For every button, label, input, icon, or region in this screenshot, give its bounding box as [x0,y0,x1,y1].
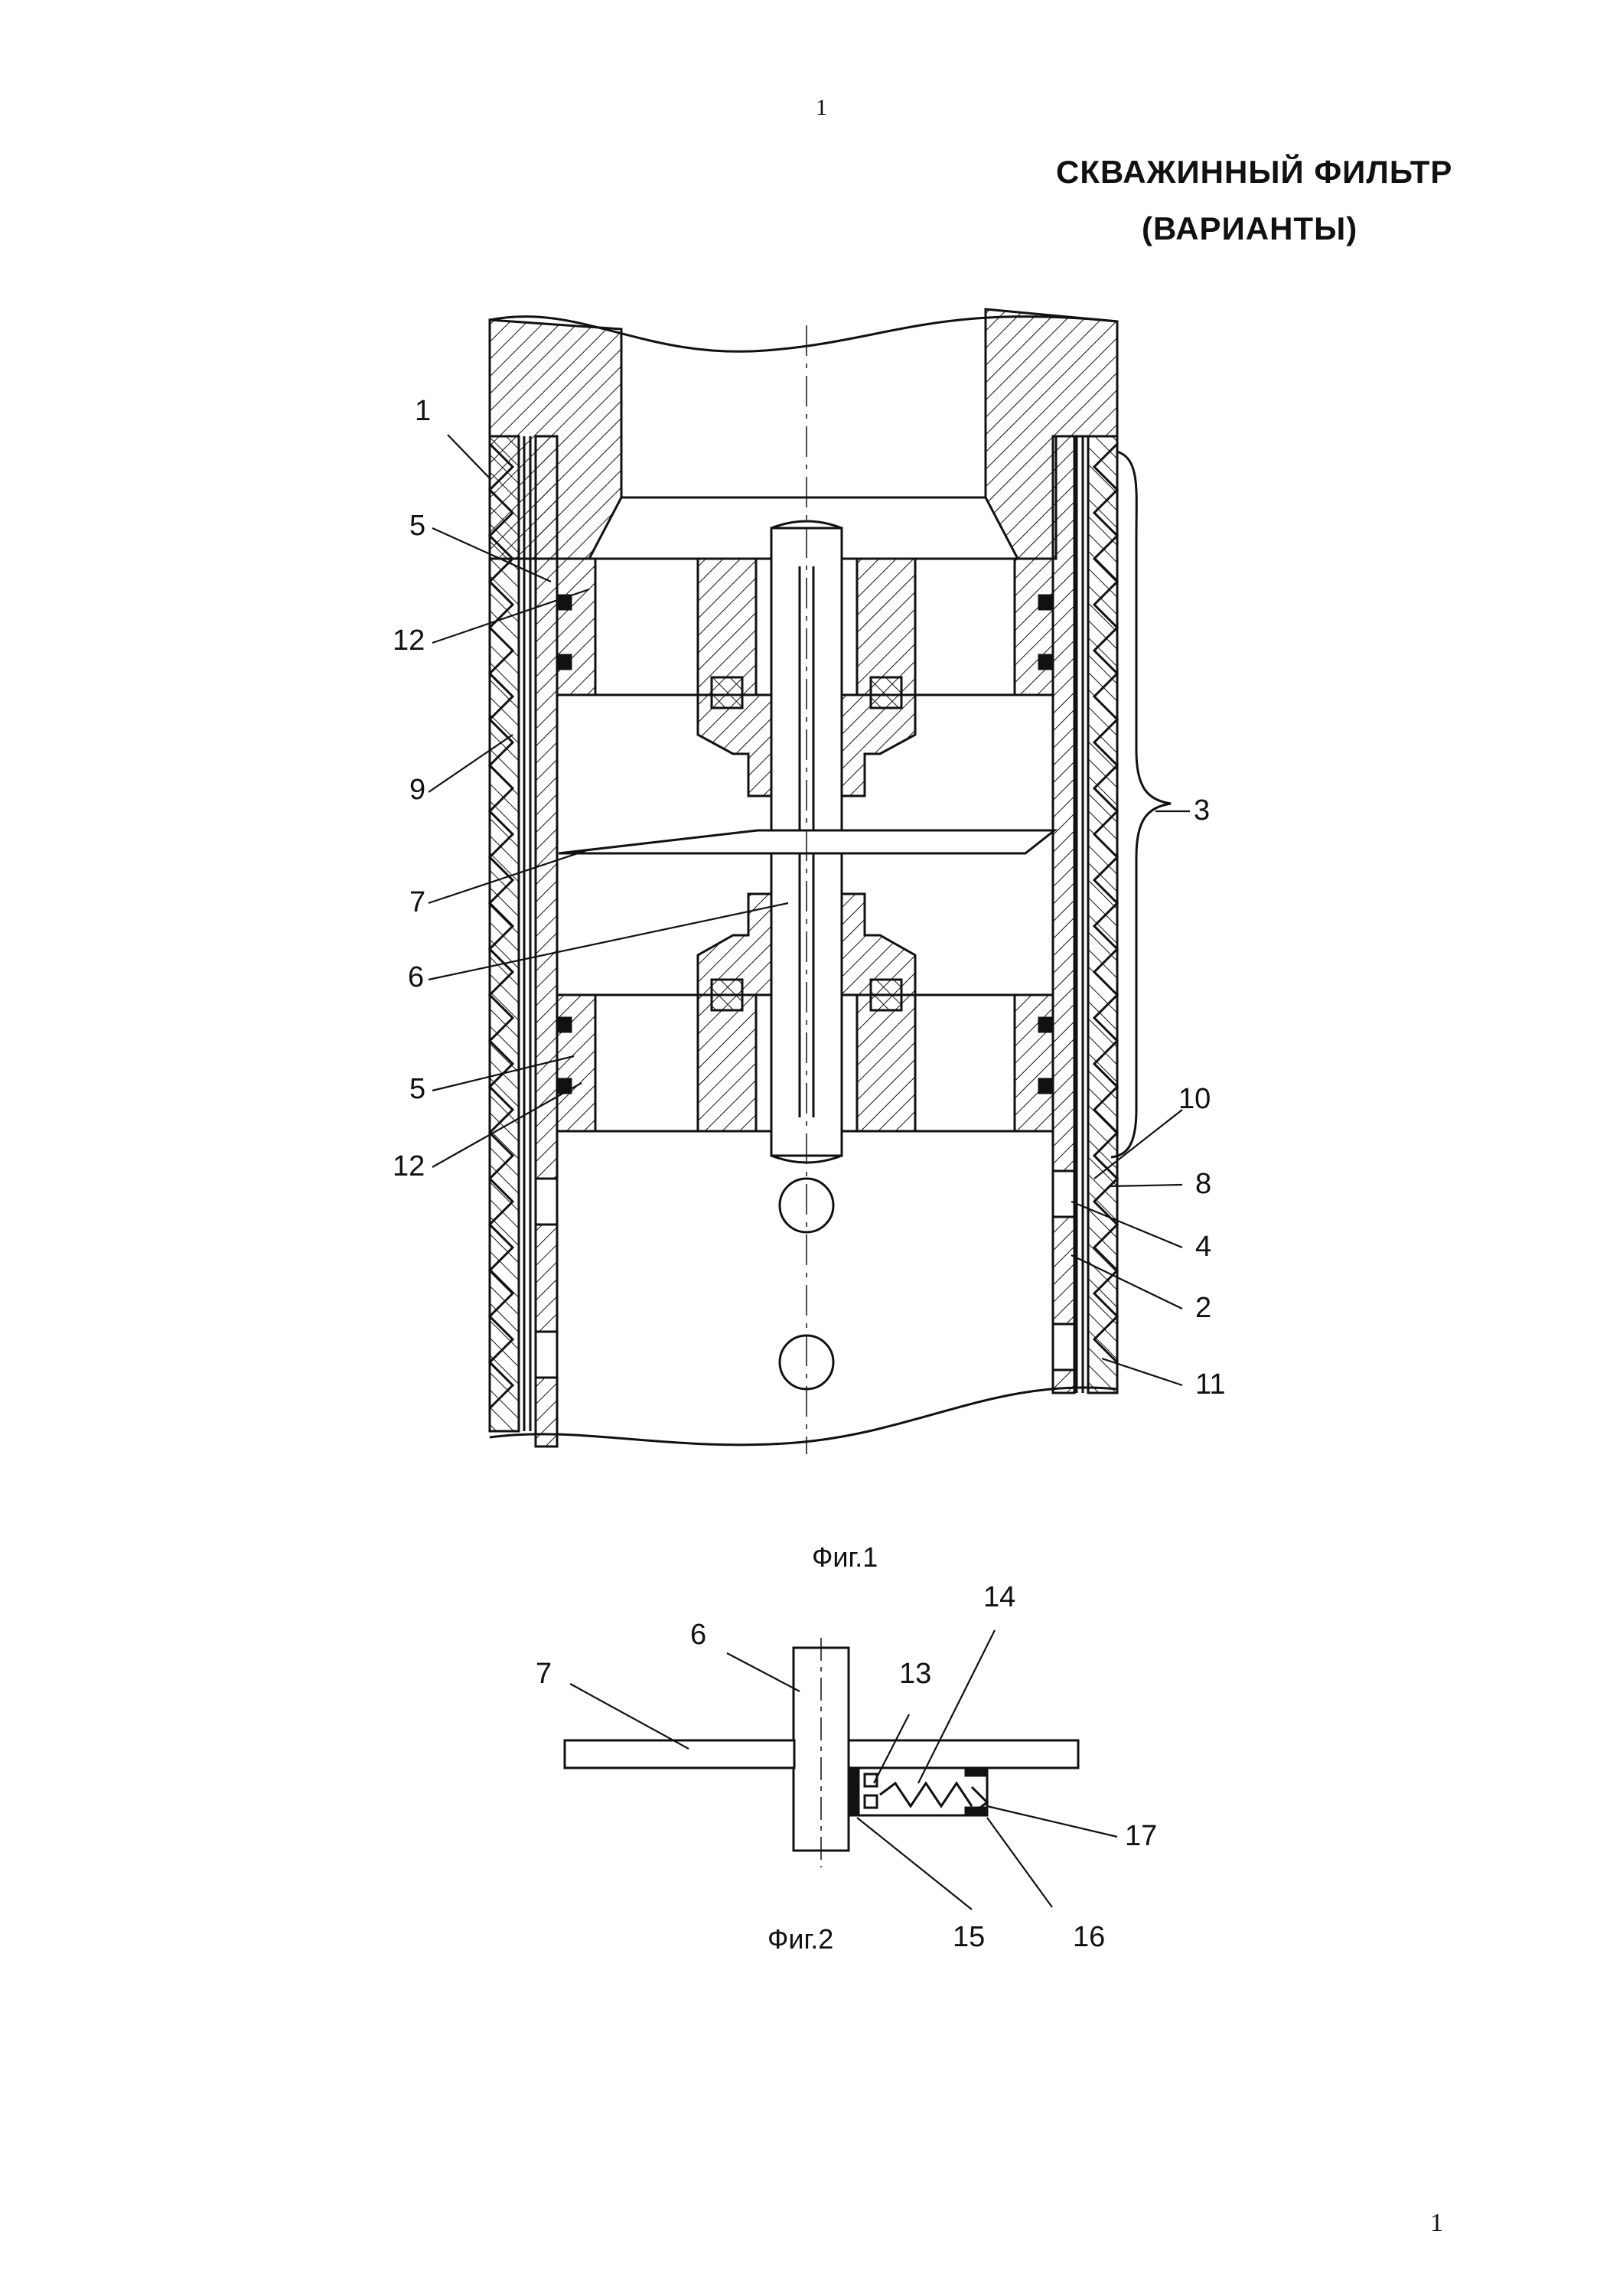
page-number-bottom: 1 [1430,2209,1443,2237]
label-fig2-13: 13 [899,1658,932,1690]
lower-ring-right [1013,993,1054,1133]
upper-hub-left [696,557,758,696]
document-title: СКВАЖИННЫЙ ФИЛЬТР [1056,154,1453,190]
upper-ring-left [556,557,597,696]
figure-2 [563,1629,1118,1910]
screen-right [1087,435,1119,1394]
leader-lines-fig1 [428,434,1190,1387]
label-7: 7 [409,886,426,918]
leader-lines-fig2 [569,1629,1118,1910]
label-12-upper: 12 [393,625,425,657]
label-6: 6 [408,961,425,993]
label-1: 1 [415,395,432,427]
upper-ring-right [1013,557,1054,696]
document-subtitle: (ВАРИАНТЫ) [1142,210,1358,246]
brace-3 [1110,450,1172,1159]
bottom-break-line [489,1386,1118,1446]
screen-left-zigzag [487,442,515,1410]
figure-1-caption: Фиг.1 [812,1541,878,1573]
label-4: 4 [1195,1231,1212,1263]
label-fig2-15: 15 [953,1921,986,1953]
figure-2-caption: Фиг.2 [768,1923,834,1955]
label-11: 11 [1195,1368,1226,1401]
lower-hub-right [855,993,917,1133]
page-number-top: 1 [816,95,827,120]
label-fig2-14: 14 [983,1581,1016,1613]
fig2-blade [563,1739,796,1769]
fig2-spring [879,1781,973,1808]
label-5-upper: 5 [409,510,426,542]
top-break-line [489,315,1118,353]
label-fig2-6: 6 [690,1619,707,1651]
upper-hub-right [855,557,917,696]
label-fig2-16: 16 [1073,1921,1106,1953]
inner-wall-right [1051,435,1076,1394]
screen-right-zigzag [1092,442,1119,1364]
label-2: 2 [1195,1292,1212,1324]
label-fig2-17: 17 [1125,1820,1158,1852]
lower-ring-left [556,993,597,1133]
lower-hub-left [696,993,758,1133]
figure-1 [428,308,1190,1454]
hole-upper [778,1177,835,1234]
label-9: 9 [409,774,426,806]
label-5-lower: 5 [409,1073,426,1105]
label-10: 10 [1178,1083,1211,1115]
label-12-lower: 12 [393,1150,425,1182]
inner-wall-left [534,435,559,1448]
label-3: 3 [1194,794,1211,827]
label-8: 8 [1195,1168,1212,1200]
label-fig2-7: 7 [536,1658,552,1690]
